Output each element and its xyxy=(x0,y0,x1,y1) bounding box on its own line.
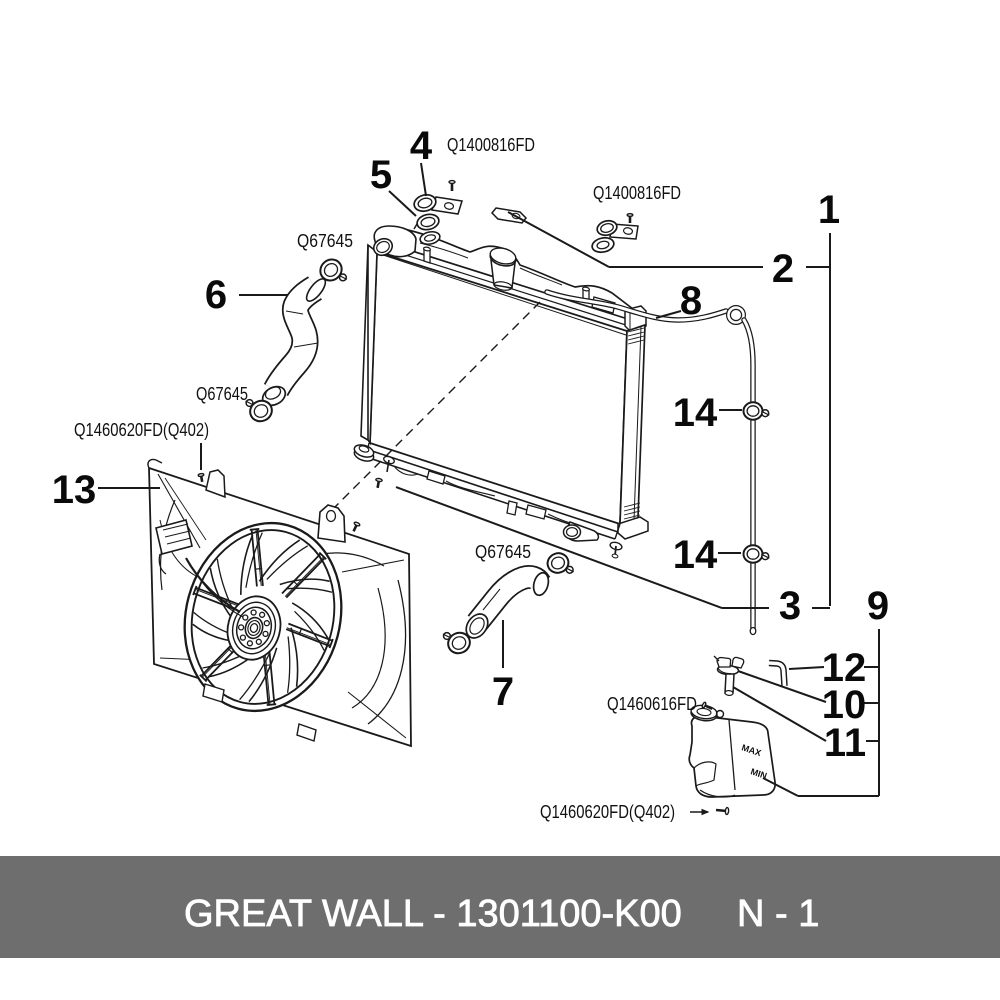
svg-text:GREAT WALL - 1301100-K00: GREAT WALL - 1301100-K00 xyxy=(184,893,682,935)
svg-text:N - 1: N - 1 xyxy=(737,893,819,935)
svg-text:3: 3 xyxy=(779,584,801,628)
svg-text:4: 4 xyxy=(410,124,433,168)
svg-text:5: 5 xyxy=(370,153,392,197)
svg-text:13: 13 xyxy=(52,468,97,512)
svg-text:2: 2 xyxy=(772,247,794,291)
svg-text:8: 8 xyxy=(680,279,702,323)
svg-text:14: 14 xyxy=(673,391,718,435)
svg-text:Q67645: Q67645 xyxy=(196,384,248,404)
svg-text:Q1460620FD(Q402): Q1460620FD(Q402) xyxy=(74,420,209,440)
svg-text:Q1460616FD: Q1460616FD xyxy=(607,694,697,714)
svg-text:Q1400816FD: Q1400816FD xyxy=(593,183,681,203)
svg-text:Q67645: Q67645 xyxy=(475,542,531,562)
svg-text:Q67645: Q67645 xyxy=(297,231,353,251)
svg-text:10: 10 xyxy=(822,683,867,727)
svg-text:Q1460620FD(Q402): Q1460620FD(Q402) xyxy=(540,802,675,822)
svg-text:9: 9 xyxy=(867,584,889,628)
svg-text:Q1400816FD: Q1400816FD xyxy=(447,135,535,155)
svg-text:11: 11 xyxy=(824,721,866,765)
svg-text:7: 7 xyxy=(492,670,514,714)
svg-text:1: 1 xyxy=(818,188,840,232)
svg-text:14: 14 xyxy=(673,533,718,577)
svg-text:6: 6 xyxy=(205,273,227,317)
svg-text:12: 12 xyxy=(822,646,867,690)
